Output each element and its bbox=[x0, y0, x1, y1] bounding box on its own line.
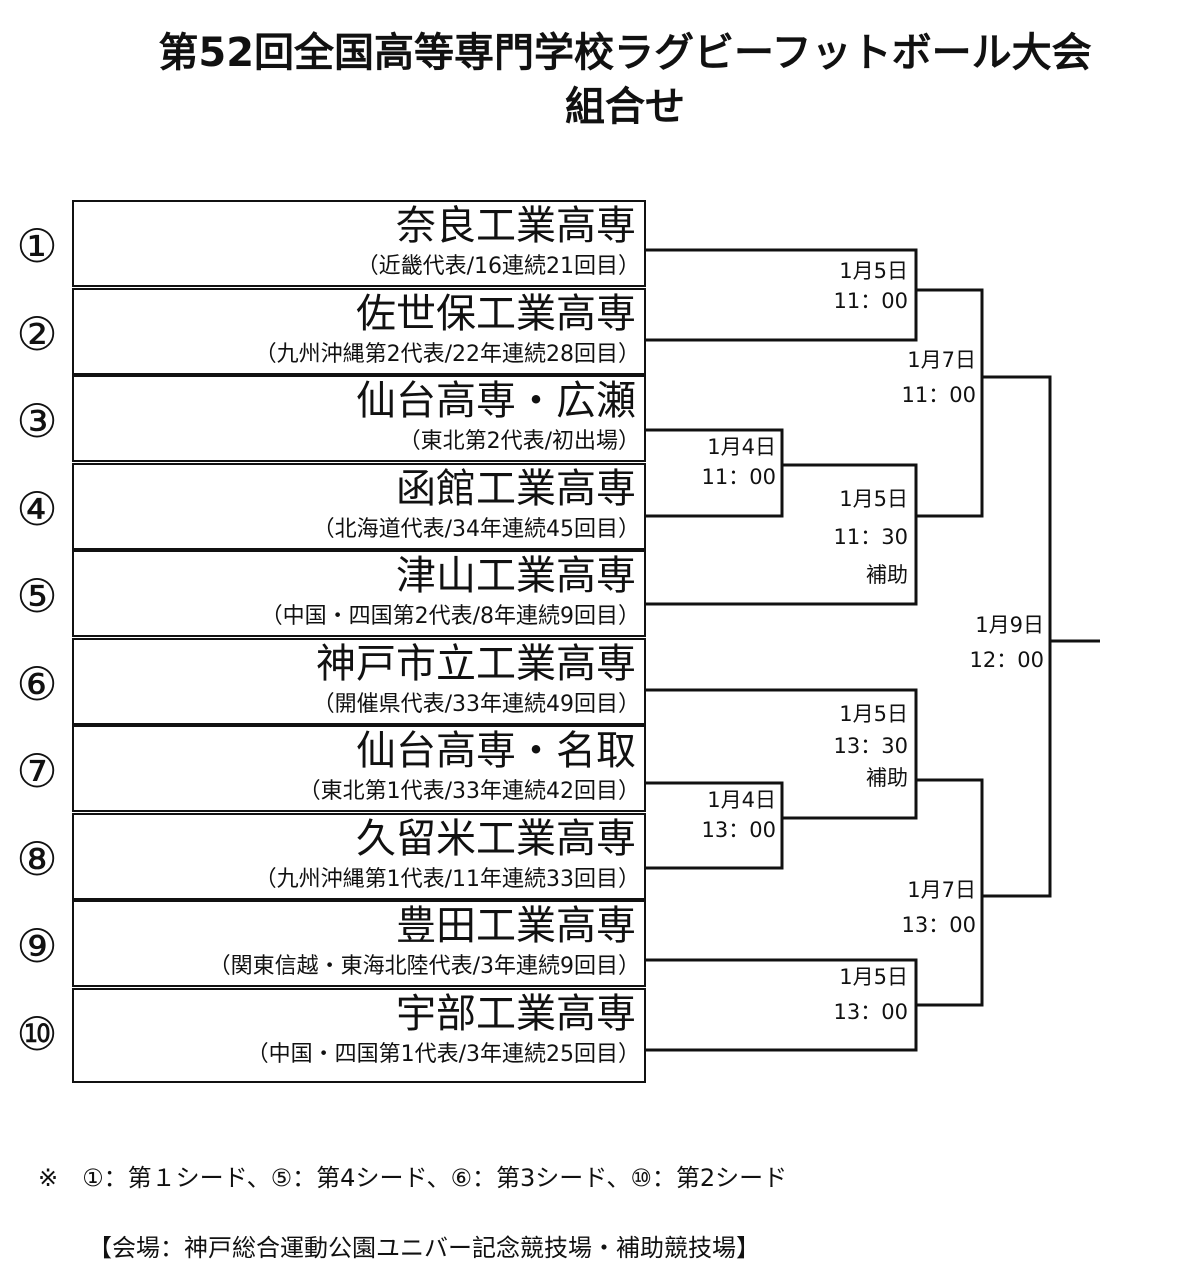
seed-number-1: ① bbox=[16, 219, 58, 273]
team-detail: （開催県代表/33年連続49回目） bbox=[312, 692, 640, 717]
match-label-m2: 1月4日 11：00 bbox=[670, 432, 776, 492]
match-date: 1月4日 bbox=[707, 435, 776, 459]
bracket-match-w34-5 bbox=[646, 463, 918, 606]
venue-note: 【会場：神戸総合運動公園ユニバー記念競技場・補助競技場】 bbox=[88, 1234, 760, 1262]
bracket-final bbox=[982, 375, 1052, 898]
bracket-match-1-2 bbox=[646, 248, 918, 342]
team-box-6: 神戸市立工業高専 （開催県代表/33年連続49回目） bbox=[72, 638, 646, 725]
bracket-semifinal-bottom bbox=[916, 778, 984, 1007]
seed-number-2: ② bbox=[16, 307, 58, 361]
match-label-m7: 1月4日 13：00 bbox=[670, 785, 776, 845]
match-date: 1月5日 bbox=[839, 702, 908, 726]
match-time: 13：00 bbox=[833, 1000, 908, 1024]
team-box-5: 津山工業高専 （中国・四国第2代表/8年連続9回目） bbox=[72, 550, 646, 637]
team-name: 佐世保工業高専 bbox=[356, 291, 636, 337]
page-subtitle: 組合せ bbox=[565, 84, 685, 130]
match-time: 11：00 bbox=[833, 289, 908, 313]
team-detail: （東北第2代表/初出場） bbox=[398, 429, 640, 454]
seed-number-5: ⑤ bbox=[16, 569, 58, 623]
team-box-9: 豊田工業高専 （関東信越・東海北陸代表/3年連続9回目） bbox=[72, 900, 646, 987]
match-label-m5: 1月9日 12：00 bbox=[936, 608, 1044, 678]
seed-note: ※ ①：第１シード、⑤：第4シード、⑥：第3シード、⑩：第2シード bbox=[38, 1164, 788, 1192]
team-name: 豊田工業高専 bbox=[396, 903, 636, 949]
team-box-2: 佐世保工業高専 （九州沖縄第2代表/22年連続28回目） bbox=[72, 288, 646, 375]
team-detail: （北海道代表/34年連続45回目） bbox=[312, 517, 640, 542]
match-time: 12：00 bbox=[969, 648, 1044, 672]
seed-number-10: ⑩ bbox=[16, 1007, 58, 1061]
match-date: 1月4日 bbox=[707, 788, 776, 812]
match-date: 1月9日 bbox=[975, 613, 1044, 637]
team-detail: （中国・四国第2代表/8年連続9回目） bbox=[260, 604, 640, 629]
seed-number-3: ③ bbox=[16, 394, 58, 448]
match-date: 1月7日 bbox=[907, 348, 976, 372]
match-time: 13：00 bbox=[901, 913, 976, 937]
match-label-m9: 1月5日 13：00 bbox=[800, 960, 908, 1030]
match-date: 1月5日 bbox=[839, 259, 908, 283]
match-date: 1月7日 bbox=[907, 878, 976, 902]
match-label-m3: 1月5日 11：30 補助 bbox=[800, 480, 908, 594]
team-name: 久留米工業高専 bbox=[356, 816, 636, 862]
match-time: 13：30 bbox=[833, 734, 908, 758]
match-date: 1月5日 bbox=[839, 965, 908, 989]
match-time: 11：00 bbox=[701, 465, 776, 489]
bracket-match-3-4 bbox=[646, 428, 784, 518]
team-box-1: 奈良工業高専 （近畿代表/16連続21回目） bbox=[72, 200, 646, 287]
seed-number-8: ⑧ bbox=[16, 832, 58, 886]
team-detail: （東北第1代表/33年連続42回目） bbox=[298, 779, 640, 804]
team-detail: （近畿代表/16連続21回目） bbox=[356, 254, 640, 279]
seed-number-6: ⑥ bbox=[16, 657, 58, 711]
bracket-match-6-w78 bbox=[646, 688, 918, 820]
team-detail: （関東信越・東海北陸代表/3年連続9回目） bbox=[208, 954, 640, 979]
seed-number-4: ④ bbox=[16, 482, 58, 536]
team-detail: （九州沖縄第2代表/22年連続28回目） bbox=[254, 342, 640, 367]
team-detail: （九州沖縄第1代表/11年連続33回目） bbox=[254, 867, 640, 892]
team-box-4: 函館工業高専 （北海道代表/34年連続45回目） bbox=[72, 463, 646, 550]
team-name: 仙台高専・名取 bbox=[356, 728, 636, 774]
match-time: 11：00 bbox=[901, 383, 976, 407]
team-name: 神戸市立工業高専 bbox=[316, 641, 636, 687]
bracket-semifinal-top bbox=[916, 288, 984, 518]
match-date: 1月5日 bbox=[839, 487, 908, 511]
seed-number-7: ⑦ bbox=[16, 744, 58, 798]
team-name: 津山工業高専 bbox=[396, 553, 636, 599]
page-title: 第52回全国高等専門学校ラグビーフットボール大会 bbox=[158, 30, 1092, 76]
team-name: 宇部工業高専 bbox=[396, 991, 636, 1037]
match-venue: 補助 bbox=[866, 766, 908, 790]
match-label-m8: 1月7日 13：00 bbox=[868, 873, 976, 943]
team-box-10: 宇部工業高専 （中国・四国第1代表/3年連続25回目） bbox=[72, 988, 646, 1083]
team-name: 函館工業高専 bbox=[396, 466, 636, 512]
match-label-m6: 1月5日 13：30 補助 bbox=[800, 698, 908, 794]
team-box-7: 仙台高専・名取 （東北第1代表/33年連続42回目） bbox=[72, 725, 646, 812]
team-detail: （中国・四国第1代表/3年連続25回目） bbox=[246, 1042, 640, 1067]
match-time: 11：30 bbox=[833, 525, 908, 549]
match-venue: 補助 bbox=[866, 563, 908, 587]
team-box-8: 久留米工業高専 （九州沖縄第1代表/11年連続33回目） bbox=[72, 813, 646, 900]
team-name: 奈良工業高専 bbox=[396, 203, 636, 249]
match-label-m1: 1月5日 11：00 bbox=[800, 256, 908, 316]
team-box-3: 仙台高専・広瀬 （東北第2代表/初出場） bbox=[72, 375, 646, 462]
team-name: 仙台高専・広瀬 bbox=[356, 378, 636, 424]
bracket-match-7-8 bbox=[646, 781, 784, 870]
match-label-m4: 1月7日 11：00 bbox=[868, 343, 976, 413]
seed-number-9: ⑨ bbox=[16, 919, 58, 973]
match-time: 13：00 bbox=[701, 818, 776, 842]
